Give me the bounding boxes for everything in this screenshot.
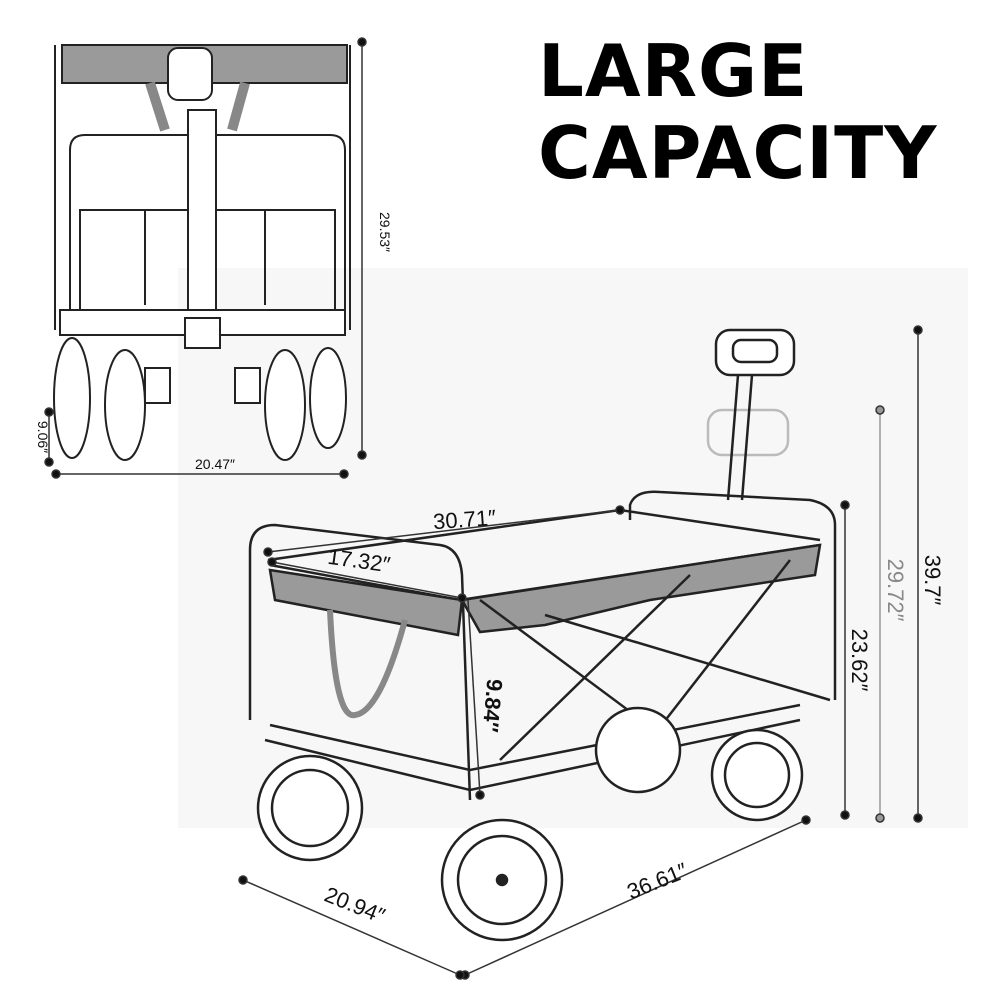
side-view-wagon	[248, 328, 837, 942]
headline: LARGE CAPACITY	[538, 30, 937, 194]
front-width-label: 20.47″	[195, 456, 235, 472]
headline-line1: LARGE	[538, 29, 809, 113]
front-wheel-height-label: 9.06″	[35, 421, 51, 453]
top-length-label: 30.71″	[432, 505, 497, 534]
depth-label: 9.84″	[478, 678, 508, 734]
front-height-label: 29.53″	[377, 212, 393, 252]
handle-folded-height-label: 29.72″	[883, 559, 908, 622]
front-view-wagon	[53, 44, 351, 461]
top-width-label: 17.32″	[326, 544, 392, 578]
handle-height-label: 39.7″	[920, 555, 945, 606]
base-length-label: 36.61″	[623, 858, 691, 905]
body-height-label: 23.62″	[847, 629, 872, 692]
headline-line2: CAPACITY	[538, 111, 938, 195]
base-width-label: 20.94″	[321, 882, 389, 929]
side-dimension-lines	[238, 325, 923, 980]
front-dimension-lines	[44, 37, 367, 479]
